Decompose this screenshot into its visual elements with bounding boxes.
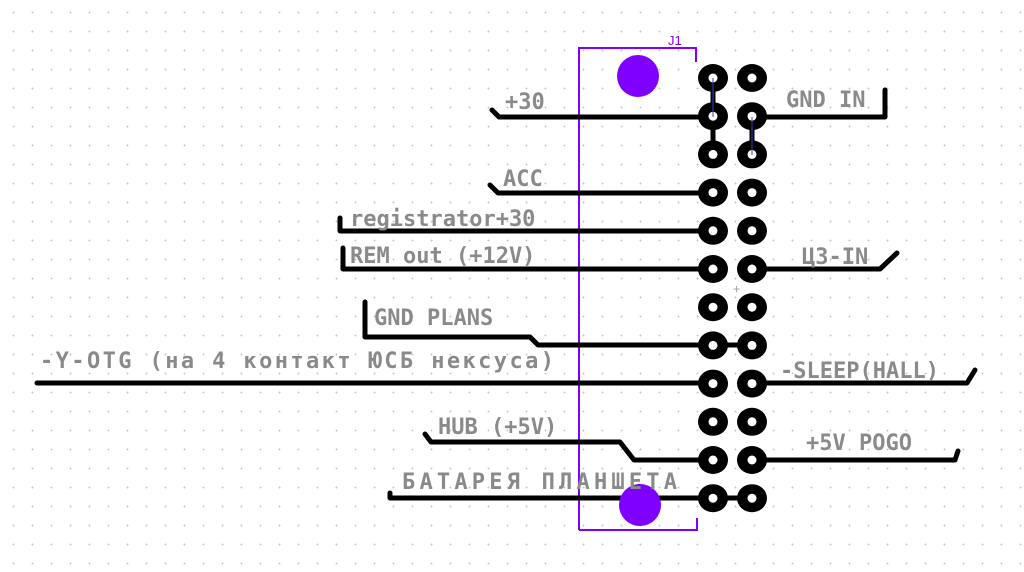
label-registrator: registrator+30: [350, 207, 535, 232]
pin-hole: [747, 111, 757, 121]
trace-c3-in: [749, 250, 900, 272]
label-c3-in: Ц3-IN: [802, 245, 868, 270]
pin-hole: [747, 455, 757, 465]
pin-hole: [747, 417, 757, 427]
pin-hole: [747, 340, 757, 350]
pin-hole: [708, 188, 718, 198]
pin-hole: [747, 379, 757, 389]
label-acc: ACC: [503, 167, 543, 192]
trace-sleep: [749, 367, 978, 386]
trace-rem: [340, 245, 716, 272]
mounting-hole: [617, 55, 659, 97]
pin-hole: [708, 379, 718, 389]
label-otg: -Y-OTG (на 4 контакт ЮСБ нексуса): [40, 349, 554, 374]
trace-pogo: [749, 448, 961, 463]
pin-hole: [747, 302, 757, 312]
pin-hole: [747, 188, 757, 198]
label-sleep: -SLEEP(HALL): [780, 359, 939, 384]
label-pogo: +5V POGO: [806, 431, 912, 456]
label-gnd-in: GND IN: [786, 88, 865, 113]
trace-hub: [422, 431, 716, 463]
mounting-hole: [619, 484, 661, 526]
pin-hole: [708, 264, 718, 274]
connector-ref: J1: [668, 33, 682, 48]
pin-hole: [747, 264, 757, 274]
pin-hole: [708, 340, 718, 350]
pin-hole: [708, 149, 718, 159]
pin-hole: [747, 73, 757, 83]
label-gnd-plans: GND PLANS: [374, 306, 493, 331]
pin-hole: [747, 493, 757, 503]
pin-hole: [708, 455, 718, 465]
label-battery: БАТАРЕЯ ПЛАНШЕТА: [402, 470, 677, 495]
label-hub: HUB (+5V): [438, 415, 557, 440]
trace-registrator: [337, 215, 716, 234]
trace-gnd-plans: [362, 299, 755, 348]
j1-outline: [578, 47, 698, 531]
pin-hole: [708, 302, 718, 312]
trace-p30: [489, 107, 716, 120]
trace-acc: [487, 182, 716, 196]
origin-cross-icon: +: [733, 282, 740, 296]
label-p30: +30: [505, 90, 545, 115]
pin-hole: [747, 226, 757, 236]
pin-hole: [708, 226, 718, 236]
trace-gnd-in: [749, 87, 888, 120]
label-rem: REM out (+12V): [350, 244, 535, 269]
pin-hole: [708, 493, 718, 503]
pin-hole: [708, 417, 718, 427]
